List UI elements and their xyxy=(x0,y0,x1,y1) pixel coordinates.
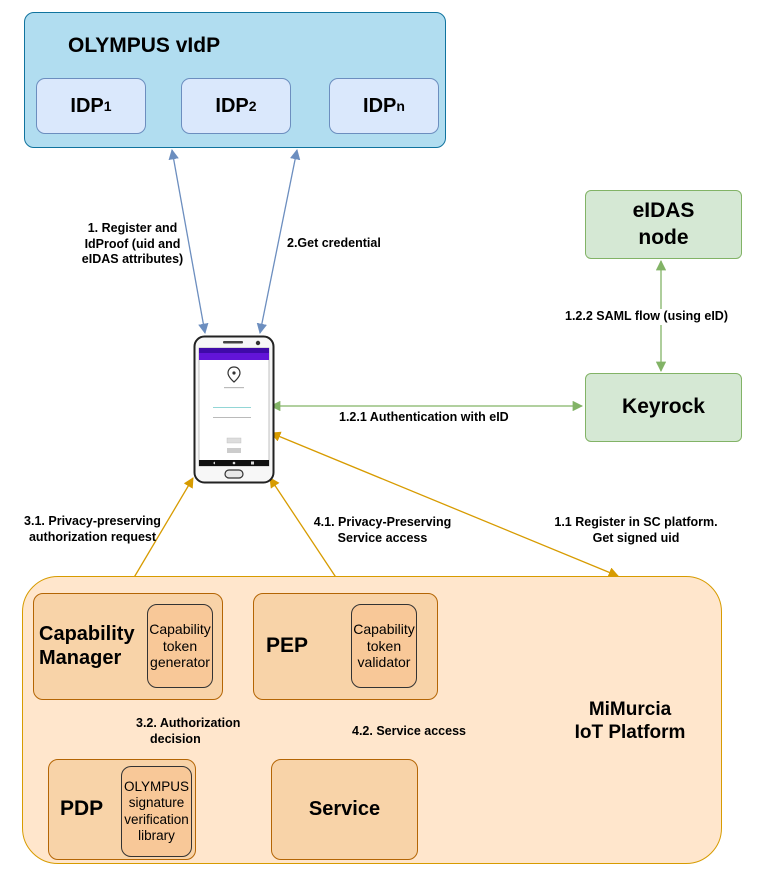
shield-logo-icon xyxy=(227,366,241,383)
label-register-idproof: 1. Register and IdProof (uid and eIDAS a… xyxy=(66,221,199,268)
vidp-title: OLYMPUS vIdP xyxy=(68,34,221,57)
smartphone xyxy=(193,335,275,484)
recents-icon xyxy=(251,461,254,465)
idp-n-label: IDP xyxy=(363,94,397,117)
pep-label: PEP xyxy=(266,634,309,657)
smartphone-illustration xyxy=(193,335,275,484)
label-saml-flow: 1.2.2 SAML flow (using eID) xyxy=(561,309,732,325)
service-box: Service xyxy=(271,759,418,860)
token-generator-box: Capability token generator xyxy=(147,604,213,688)
label-authz-decision-line1: 3.2. Authorization xyxy=(136,716,241,730)
label-authz-request-line1: 3.1. Privacy-preserving xyxy=(24,514,161,528)
token-validator-line3: validator xyxy=(357,654,411,671)
idp-2-subscript: 2 xyxy=(248,98,257,114)
capability-manager-label: Capability Manager xyxy=(39,622,135,670)
verification-library-line2: signature xyxy=(128,795,185,811)
token-generator-line1: Capability xyxy=(149,620,211,637)
label-register-sc-line2: Get signed uid xyxy=(592,530,680,545)
keyrock-label: Keyrock xyxy=(622,395,705,419)
idp-n-subscript: n xyxy=(396,98,405,114)
back-icon xyxy=(213,461,215,465)
eidas-node-line2: node xyxy=(638,225,689,249)
label-register-sc: 1.1 Register in SC platform. Get signed … xyxy=(541,515,731,546)
token-validator-line1: Capability xyxy=(353,620,415,637)
label-pp-service-access: 4.1. Privacy-Preserving Service access xyxy=(300,515,465,546)
capability-manager-line2: Manager xyxy=(39,647,122,669)
platform-title-line1: MiMurcia xyxy=(588,699,672,721)
label-register-sc-line1: 1.1 Register in SC platform. xyxy=(554,515,718,529)
idp-1-label: IDP xyxy=(70,94,104,117)
token-generator-line3: generator xyxy=(150,654,210,671)
home-icon xyxy=(232,461,236,465)
edge-register-sc xyxy=(270,431,619,578)
speaker-icon xyxy=(223,341,243,344)
eidas-node-line1: eIDAS xyxy=(632,199,695,223)
idp-2-label: IDP xyxy=(215,94,249,117)
label-register-line3: eIDAS attributes) xyxy=(81,252,184,267)
token-validator-line2: token xyxy=(366,637,402,654)
label-service-access: 4.2. Service access xyxy=(352,724,466,738)
label-pp-service-access-line2: Service access xyxy=(337,530,428,545)
label-pp-service-access-line1: 4.1. Privacy-Preserving xyxy=(313,515,452,529)
edge-authz-request xyxy=(125,477,194,592)
label-authz-request-line2: authorization request xyxy=(28,529,157,544)
label-get-credential: 2.Get credential xyxy=(287,236,381,250)
verification-library-box: OLYMPUS signature verification library xyxy=(121,766,192,857)
verification-library-line3: verification xyxy=(124,811,189,827)
home-button xyxy=(224,469,244,479)
label-authz-decision-line2: decision xyxy=(150,731,201,746)
label-register-line2: IdProof (uid and xyxy=(84,236,181,251)
label-authz-decision: 3.2. Authorization decision xyxy=(136,716,240,747)
verification-library-line4: library xyxy=(138,827,175,843)
pdp-label: PDP xyxy=(60,797,104,820)
label-register-line1: 1. Register and xyxy=(87,221,178,235)
idp-1-subscript: 1 xyxy=(103,98,112,114)
label-authz-request: 3.1. Privacy-preserving authorization re… xyxy=(10,514,175,545)
eidas-node-box: eIDAS node xyxy=(585,190,742,259)
platform-title-line2: IoT Platform xyxy=(574,722,686,743)
token-validator-box: Capability token validator xyxy=(351,604,417,688)
camera-icon xyxy=(255,340,261,346)
platform-title: MiMurcia IoT Platform xyxy=(550,697,710,747)
keyrock-box: Keyrock xyxy=(585,373,742,442)
label-auth-eid: 1.2.1 Authentication with eID xyxy=(339,410,509,424)
service-label: Service xyxy=(308,798,381,820)
edge-get-credential xyxy=(256,148,301,335)
edge-register-idproof xyxy=(168,148,209,335)
token-generator-line2: token xyxy=(162,637,198,654)
capability-manager-line1: Capability xyxy=(39,623,135,645)
verification-library-line1: OLYMPUS xyxy=(123,779,189,795)
